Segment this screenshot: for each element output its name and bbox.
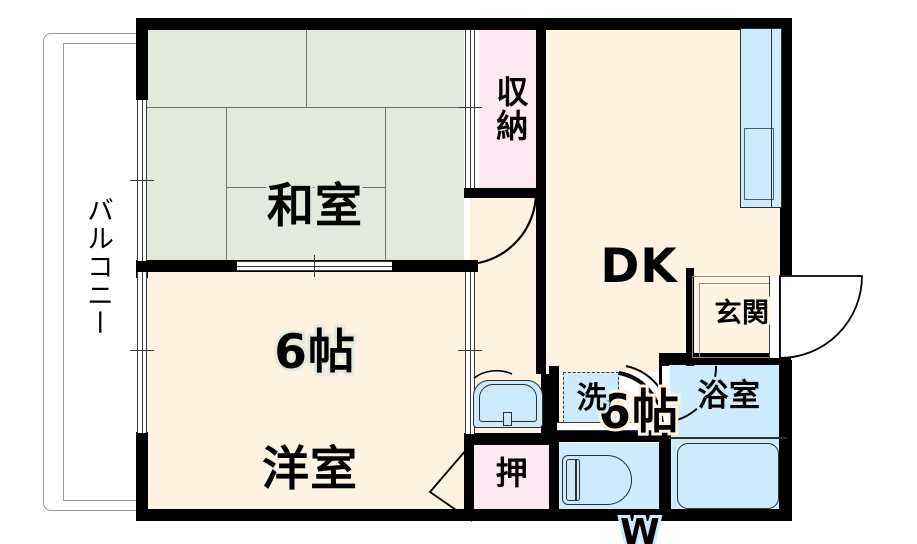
yoshitsu-floor <box>146 268 464 516</box>
washitsu-label-name: 和室 <box>264 178 365 234</box>
wall-shuno-bottom <box>464 188 546 198</box>
washitsu-floor <box>146 28 464 268</box>
sen-label: 洗 <box>574 380 610 417</box>
oshiire-floor <box>472 443 550 521</box>
wall-sen-left <box>549 366 559 436</box>
genkan-label: 玄関 <box>711 296 772 330</box>
kitchen-sink-basin <box>744 128 774 200</box>
genkan-floor <box>692 275 782 360</box>
wall-hall-left-stub <box>464 260 478 272</box>
exterior-wall-right-upper <box>780 18 792 275</box>
fusuma-center-mark <box>314 255 316 277</box>
wall-yoshitsu-hall-lower <box>464 435 474 521</box>
wall-genkan-left <box>686 268 694 366</box>
tatami-line <box>385 107 387 268</box>
wall-washitsu-right <box>464 18 472 30</box>
oshiire-label: 押 <box>493 453 531 493</box>
entrance-door-swing <box>779 275 863 359</box>
sash-marker-upper <box>130 180 154 182</box>
sliding-door-mark-b <box>458 350 482 352</box>
sash-marker-lower <box>130 350 154 352</box>
wall-washbasin-bottom <box>464 433 553 445</box>
wall-bath-left <box>659 353 669 521</box>
washitsu-label-size: 6帖 <box>271 325 358 381</box>
dk-label-name: DK <box>597 238 679 294</box>
sliding-door-mullion-a <box>470 30 472 188</box>
shuno-floor <box>479 28 536 190</box>
exterior-wall-left-bottom <box>136 432 148 521</box>
wall-oshiire-wc <box>549 433 559 521</box>
sash-mullion-lower <box>142 272 144 433</box>
yokushitsu-label: 浴室 <box>694 377 763 416</box>
wc-label: W C <box>617 450 663 544</box>
tatami-line <box>306 28 308 107</box>
exterior-wall-left-top <box>136 18 148 100</box>
dk-label: DK 6帖 <box>574 145 704 536</box>
washitsu-label: 和室 6帖 <box>225 85 405 476</box>
wc-label-w: W <box>617 512 663 544</box>
balcony-label: バルコニー <box>82 196 113 338</box>
washbasin-faucet <box>503 412 512 426</box>
tatami-line <box>146 107 464 109</box>
wall-hall-dk <box>536 188 546 374</box>
shuno-corridor-floor <box>470 190 536 270</box>
sliding-door-mark-a <box>458 107 482 109</box>
tatami-line <box>226 187 386 189</box>
yoshitsu-label: 洋室 6帖 <box>220 348 400 544</box>
toilet-tank-line <box>575 460 577 500</box>
sen-threshold <box>557 422 655 431</box>
wall-shuno-right <box>536 18 546 198</box>
wall-sen-bottom <box>549 430 663 442</box>
bathtub <box>677 443 779 509</box>
sliding-door-mullion-b <box>470 272 472 434</box>
yoshitsu-label-name: 洋室 <box>259 441 360 497</box>
shuno-label: 収納 <box>489 72 532 144</box>
dk-label-size: 6帖 <box>595 385 682 441</box>
bath-divider <box>669 437 787 439</box>
kitchen-counter-edge <box>771 28 773 208</box>
